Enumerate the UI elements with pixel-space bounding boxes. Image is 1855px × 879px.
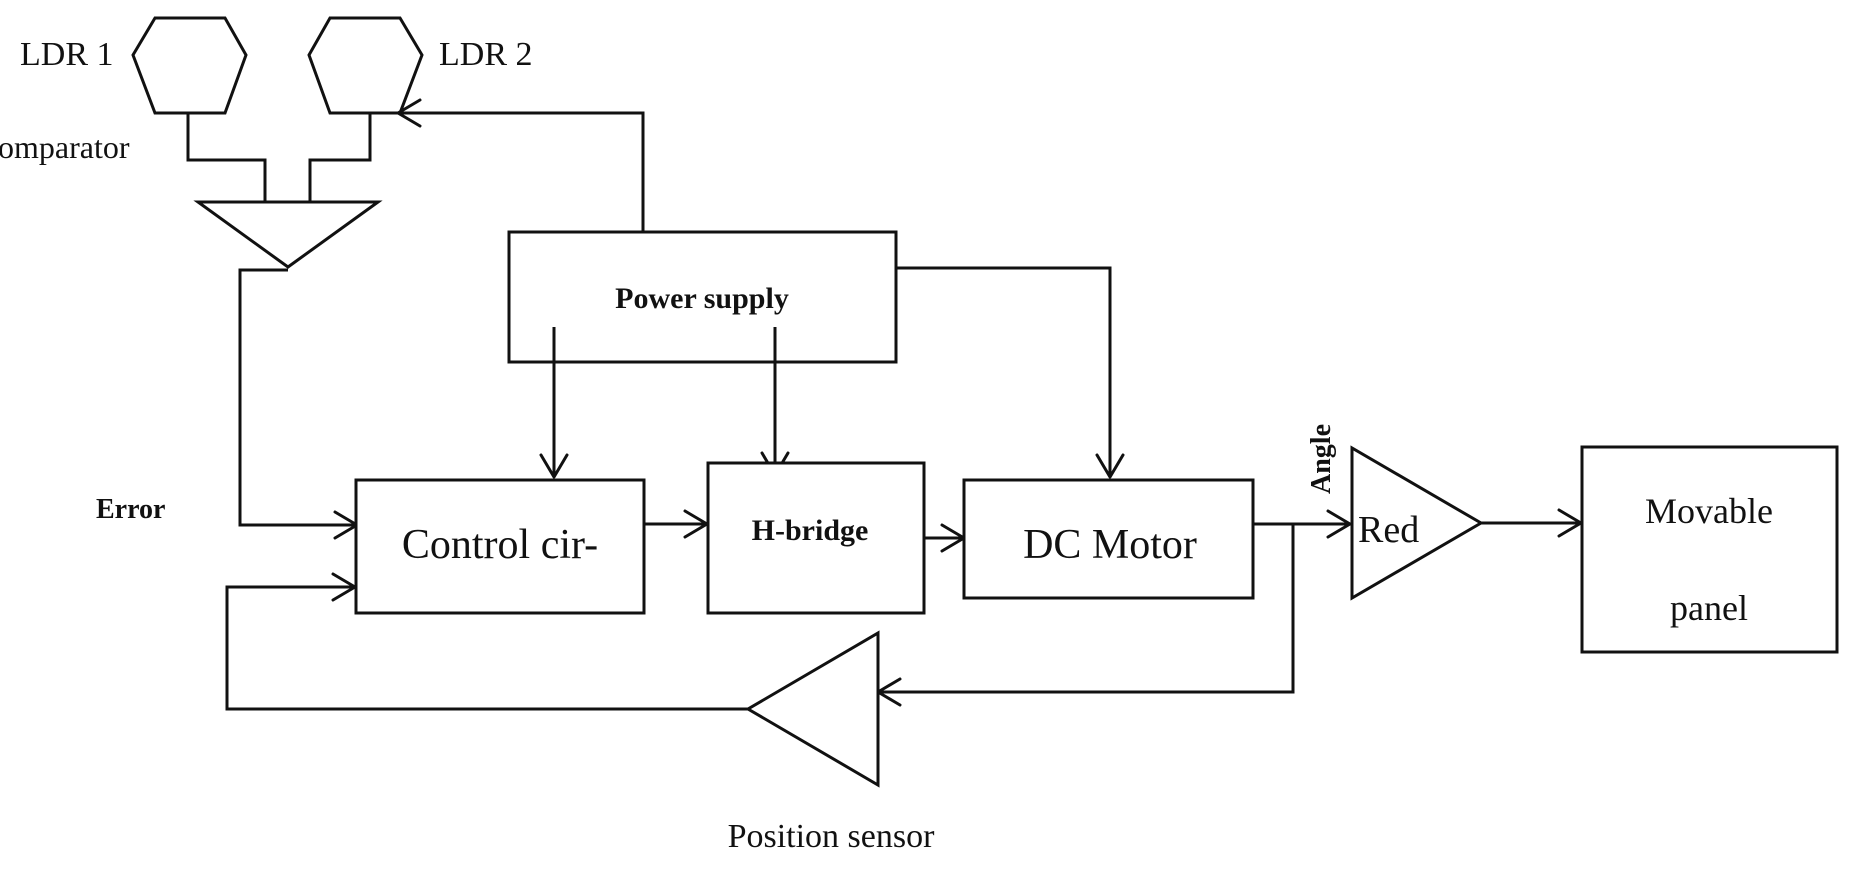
power-supply-box	[507, 230, 898, 364]
movable-panel-box	[1580, 445, 1839, 654]
arrowhead-power-control	[539, 453, 569, 479]
control-circuit-label: Control cir-	[402, 522, 598, 568]
position-sensor-label: Position sensor	[728, 818, 936, 855]
ldr2-label: LDR 2	[439, 36, 533, 73]
wire-power-motor	[896, 266, 1112, 477]
error-label: Error	[96, 494, 165, 525]
movable-panel-label-line1: Movable	[1645, 491, 1773, 531]
wire-feedback-return	[225, 585, 748, 711]
arrowhead-motor-reducer	[1326, 509, 1352, 539]
comparator-label: omparator	[0, 129, 130, 165]
wire-feedback-tap	[878, 524, 1295, 694]
reducer-triangle	[1350, 445, 1484, 601]
h-bridge-label: H-bridge	[752, 514, 869, 547]
control-circuit-box	[354, 478, 646, 615]
wire-error	[238, 268, 355, 527]
ldr2-hexagon	[307, 16, 424, 115]
h-bridge-box	[706, 461, 926, 615]
position-sensor-triangle	[745, 630, 880, 788]
arrowhead-power-motor	[1095, 453, 1125, 479]
dc-motor-box	[962, 478, 1255, 600]
ldr1-label: LDR 1	[20, 36, 114, 73]
power-supply-label: Power supply	[615, 282, 789, 315]
arrowhead-power-ldr2	[396, 98, 422, 128]
arrowhead-feedback-control	[331, 572, 357, 602]
wire-ldr1-comparator	[186, 113, 267, 202]
dc-motor-label: DC Motor	[1023, 522, 1197, 568]
wire-ldr2-comparator	[308, 113, 372, 202]
reducer-label: Red	[1358, 509, 1419, 551]
angle-label: Angle	[1306, 424, 1337, 494]
wire-power-ldr2	[398, 111, 645, 232]
movable-panel-label-line2: panel	[1670, 588, 1748, 628]
comparator-triangle	[193, 200, 383, 269]
ldr1-hexagon	[131, 16, 248, 115]
